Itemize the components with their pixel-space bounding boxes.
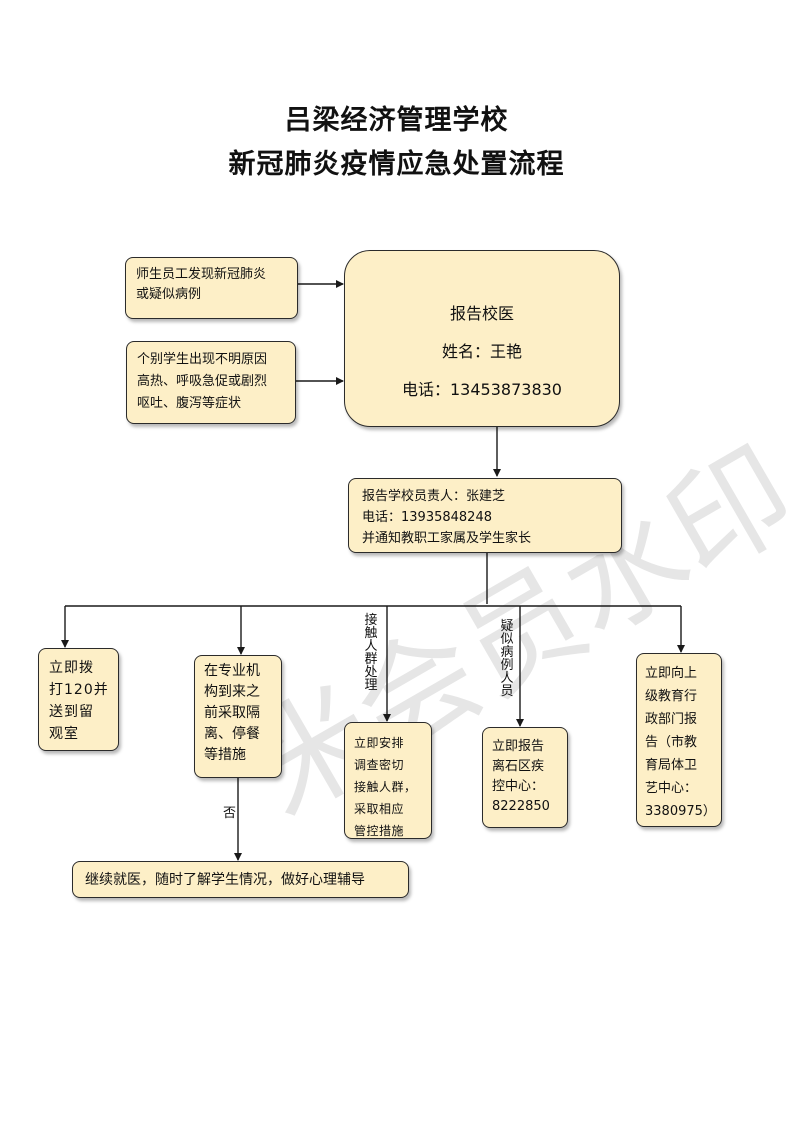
report-education-line: 级教育行 [645,689,698,704]
report-education-line: 告（市教 [645,735,698,750]
isolation-box: 在专业机 构到来之 前采取隔 离、停餐 等措施 [194,655,282,778]
symptoms-line: 个别学生出现不明原因 [137,352,268,367]
report-education-line: 立即向上 [645,666,698,681]
report-cdc-line: 立即报告 [492,739,545,754]
contact-tracing-line: 立即安排 [354,736,405,750]
call-120-line: 立即拨 [49,660,94,676]
contact-tracing-line: 接触人群， [354,780,417,794]
isolation-line: 在专业机 [204,663,260,679]
report-education-line: 艺中心： [645,781,698,796]
contact-tracing-line: 调查密切 [354,758,405,772]
isolation-line: 离、停餐 [204,726,260,742]
report-school-box: 报告学校员责人：张建芝 电话：13935848248 并通知教职工家属及学生家长 [348,478,622,553]
call-120-box: 立即拨 打120并 送到留 观室 [38,648,119,751]
call-120-line: 送到留 [49,704,94,720]
report-cdc-line: 控中心： [492,779,545,794]
call-120-line: 观室 [49,726,79,742]
report-education-line: 育局体卫 [645,758,698,773]
report-doctor-heading: 报告校医 [449,304,514,323]
suspect-branch-label: 疑似病例人员 [500,619,514,699]
report-education-box: 立即向上 级教育行 政部门报 告（市教 育局体卫 艺中心： 3380975） [636,653,722,827]
discover-case-line: 师生员工发现新冠肺炎 [136,267,267,282]
contact-tracing-line: 管控措施 [354,824,405,838]
call-120-line: 打120并 [49,682,109,698]
continue-treatment-text: 继续就医，随时了解学生情况，做好心理辅导 [85,872,365,888]
contact-branch-label: 接触人群处理 [364,613,378,693]
isolation-line: 构到来之 [204,684,260,700]
report-doctor-box: 报告校医 姓名：王艳 电话：13453873830 [344,250,620,427]
report-cdc-phone: 8222850 [492,799,550,814]
report-education-phone: 3380975） [645,804,716,819]
report-school-line: 报告学校员责人：张建芝 [362,489,506,504]
no-label: 否 [223,806,237,821]
page-title: 吕梁经济管理学校 [284,105,509,136]
discover-case-line: 或疑似病例 [136,287,202,302]
doctor-name: 姓名：王艳 [441,342,522,361]
report-cdc-box: 立即报告 离石区疾 控中心： 8222850 [482,727,568,828]
discover-case-box: 师生员工发现新冠肺炎 或疑似病例 [125,257,298,319]
report-education-line: 政部门报 [645,712,698,727]
isolation-line: 前采取隔 [204,705,260,721]
report-school-line: 并通知教职工家属及学生家长 [362,531,532,546]
contact-tracing-box: 立即安排 调查密切 接触人群， 采取相应 管控措施 [344,722,432,839]
report-school-phone: 电话：13935848248 [362,510,492,525]
report-cdc-line: 离石区疾 [492,759,545,774]
page-subtitle: 新冠肺炎疫情应急处置流程 [228,149,565,180]
symptoms-line: 高热、呼吸急促或剧烈 [137,374,268,389]
contact-tracing-line: 采取相应 [354,802,405,816]
symptoms-line: 呕吐、腹泻等症状 [137,396,242,411]
isolation-line: 等措施 [204,747,246,763]
doctor-phone: 电话：13453873830 [402,380,562,399]
continue-treatment-box: 继续就医，随时了解学生情况，做好心理辅导 [72,861,409,898]
symptoms-box: 个别学生出现不明原因 高热、呼吸急促或剧烈 呕吐、腹泻等症状 [126,341,296,424]
